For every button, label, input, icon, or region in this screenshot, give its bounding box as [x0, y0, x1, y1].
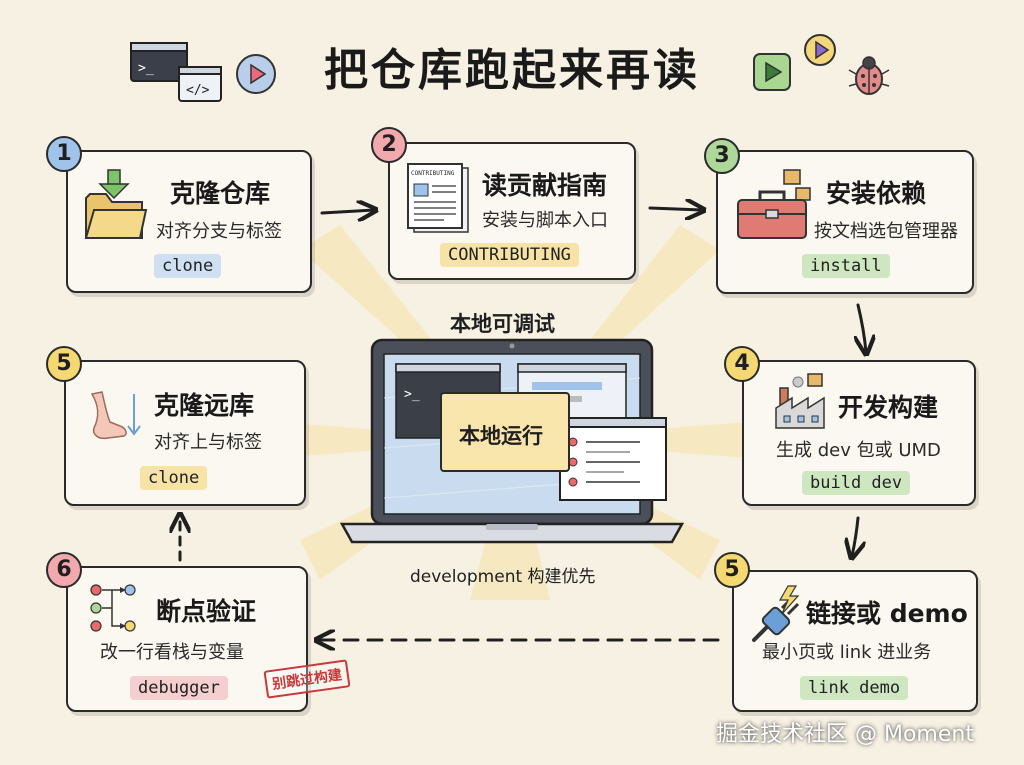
step-title: 读贡献指南	[482, 171, 608, 200]
local-run-label: 本地运行	[459, 424, 543, 448]
step-tag: link demo	[800, 676, 909, 700]
step-tag: CONTRIBUTING	[440, 243, 579, 267]
laptop-caption: development 构建优先	[410, 567, 596, 587]
step-title: 克隆仓库	[170, 179, 271, 208]
arrow-3-to-4	[858, 303, 866, 352]
step-subtitle: 按文档选包管理器	[814, 221, 958, 242]
arrow-4-to-5	[852, 516, 858, 556]
step-title: 安装依赖	[826, 179, 927, 208]
step-subtitle: 改一行看栈与变量	[100, 642, 244, 663]
step-subtitle: 安装与脚本入口	[482, 210, 608, 231]
play-icon	[802, 32, 838, 72]
step-subtitle: 对齐上与标签	[154, 432, 262, 453]
arrow-1-to-2	[320, 210, 374, 213]
step-number-badge: 1	[46, 136, 82, 172]
flow-icon	[90, 582, 140, 638]
code-icon: </>	[178, 66, 224, 108]
step-tag: clone	[140, 466, 208, 490]
step-tag: clone	[154, 254, 222, 278]
bug-icon	[846, 52, 892, 102]
step-tag: debugger	[130, 676, 228, 700]
step-title: 断点验证	[156, 597, 257, 626]
step-card-build: 开发构建 生成 dev 包或 UMD build dev	[742, 360, 976, 506]
foot-icon	[84, 388, 146, 448]
step-title: 链接或 demo	[806, 599, 968, 628]
document-icon: CONTRIBUTING	[404, 162, 472, 240]
document-heading: CONTRIBUTING	[411, 170, 455, 177]
step-number-badge: 2	[371, 127, 407, 163]
step-card-clone-remote: 克隆远库 对齐上与标签 clone	[64, 360, 306, 506]
step-title: 开发构建	[838, 393, 939, 422]
play-icon	[752, 52, 792, 96]
step-tag: install	[802, 254, 890, 278]
step-title: 克隆远库	[154, 391, 255, 420]
plug-icon	[748, 584, 810, 650]
step-number-badge: 4	[724, 346, 760, 382]
svg-text:</>: </>	[186, 83, 210, 98]
step-card-clone: 克隆仓库 对齐分支与标签 clone	[66, 150, 312, 293]
step-subtitle: 对齐分支与标签	[156, 221, 282, 242]
factory-icon	[774, 372, 834, 436]
watermark: 掘金技术社区 @ Moment	[716, 722, 974, 747]
step-number-badge: 6	[46, 552, 82, 588]
step-card-install: 安装依赖 按文档选包管理器 install	[716, 150, 974, 294]
toolbox-icon	[732, 166, 822, 248]
laptop-label: 本地可调试	[450, 312, 555, 336]
play-icon	[234, 52, 278, 100]
folder-download-icon	[82, 168, 148, 246]
terminal-icon: >_	[130, 42, 192, 90]
step-subtitle: 生成 dev 包或 UMD	[776, 440, 941, 461]
step-card-contributing: CONTRIBUTING 读贡献指南 安装与脚本入口 CONTRIBUTING	[388, 142, 636, 280]
step-card-debugger: 断点验证 改一行看栈与变量 debugger	[66, 566, 308, 712]
svg-text:>_: >_	[138, 61, 154, 76]
step-number-badge: 5	[46, 346, 82, 382]
arrow-2-to-3	[648, 208, 702, 210]
step-number-badge: 3	[704, 138, 740, 174]
step-card-link-demo: 链接或 demo 最小页或 link 进业务 link demo	[732, 570, 978, 712]
step-number-badge: 5	[714, 552, 750, 588]
step-subtitle: 最小页或 link 进业务	[762, 642, 932, 663]
local-run-window: 本地运行	[440, 392, 570, 472]
page-title: 把仓库跑起来再读	[324, 45, 700, 96]
svg-text:>_: >_	[404, 387, 420, 402]
step-tag: build dev	[802, 471, 911, 495]
